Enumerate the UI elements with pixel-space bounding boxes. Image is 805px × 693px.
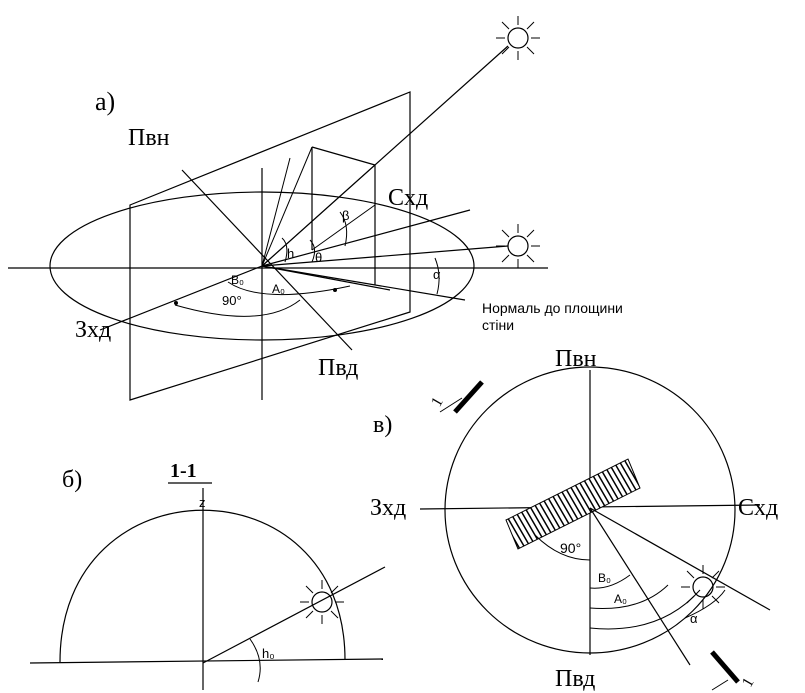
angle-beta-label: β <box>342 208 349 223</box>
angle-90-label-c: 90° <box>560 540 581 556</box>
angle-alpha-label-c: α <box>690 611 698 626</box>
angle-arc-a0 <box>227 281 351 296</box>
east-ray <box>261 209 471 267</box>
normal-label-line1: Нормаль до площини <box>482 300 623 316</box>
east-label-a: Схд <box>388 185 428 211</box>
angle-arc-a0-c <box>589 584 669 609</box>
north-label-a: Пвн <box>128 125 170 151</box>
north-south-line <box>181 169 353 351</box>
angle-arc-90-c <box>534 534 591 561</box>
arc-dot-left <box>174 301 178 305</box>
angle-a0-label: A₀ <box>272 282 285 296</box>
angle-b0-label: B₀ <box>231 273 244 287</box>
angle-arc-alpha-c <box>684 589 726 619</box>
angle-arc-alpha <box>434 257 440 295</box>
plane-ray-2 <box>261 157 291 267</box>
normal-line-c <box>589 507 691 666</box>
sun-ray-horizon <box>261 245 509 267</box>
panel-c-label: в) <box>373 412 392 438</box>
angle-arc-h0 <box>249 638 261 683</box>
west-line <box>99 265 263 331</box>
plane-ray-3 <box>261 164 376 267</box>
west-label-a: Зхд <box>75 317 111 343</box>
normal-label-line2: стіни <box>482 317 514 333</box>
vertical-plane-top <box>311 146 376 166</box>
angle-h-label: h <box>287 246 294 261</box>
angle-90-label: 90° <box>222 293 242 308</box>
south-label-c: Пвд <box>555 666 595 692</box>
angle-h0-label: h₀ <box>262 646 275 661</box>
angle-theta-label: θ <box>315 250 322 265</box>
panel-a-label: а) <box>95 87 115 116</box>
section-mark-bottom-label: 1 <box>739 675 758 690</box>
projection-line <box>261 265 391 291</box>
angle-arc-h <box>281 237 288 263</box>
panel-b-label: б) <box>62 467 82 493</box>
sun-icon <box>496 224 540 268</box>
section-marker-bottom: 1 <box>710 650 758 691</box>
panel-b: б) 1-1 z h₀ <box>29 460 386 690</box>
z-label: z <box>199 495 206 510</box>
section-mark-top-label: 1 <box>428 394 447 409</box>
angle-alpha-label: α <box>433 267 441 282</box>
arc-dot-right <box>333 288 337 292</box>
angle-arc-b0-c <box>589 574 631 589</box>
plane-ray-4 <box>311 204 376 251</box>
section-label: 1-1 <box>170 460 197 482</box>
sun-icon <box>496 16 540 60</box>
wall-plane <box>129 91 411 401</box>
angle-arc-theta <box>309 239 316 263</box>
wall-section <box>505 458 641 550</box>
south-label-a: Пвд <box>318 355 358 381</box>
sun-icon <box>300 580 344 624</box>
section-marker-top: 1 <box>428 380 484 414</box>
east-label-c: Схд <box>738 495 778 521</box>
angle-b0-label-c: B₀ <box>598 571 611 585</box>
panel-a: а) h <box>8 16 623 401</box>
sun-ray-b <box>202 566 386 664</box>
angle-arc-beta <box>339 211 348 247</box>
angle-arc-outer-c <box>589 589 701 630</box>
panel-c: в) Пвн Пвд Зхд Схд 90° B₀ A₀ α <box>370 346 778 692</box>
sun-ray-c <box>589 507 771 611</box>
normal-line <box>261 265 466 301</box>
west-label-c: Зхд <box>370 495 406 521</box>
angle-a0-label-c: A₀ <box>614 592 627 606</box>
sun-icon <box>681 565 725 609</box>
angle-arc-90 <box>174 299 301 317</box>
plane-ray-1 <box>261 146 313 267</box>
